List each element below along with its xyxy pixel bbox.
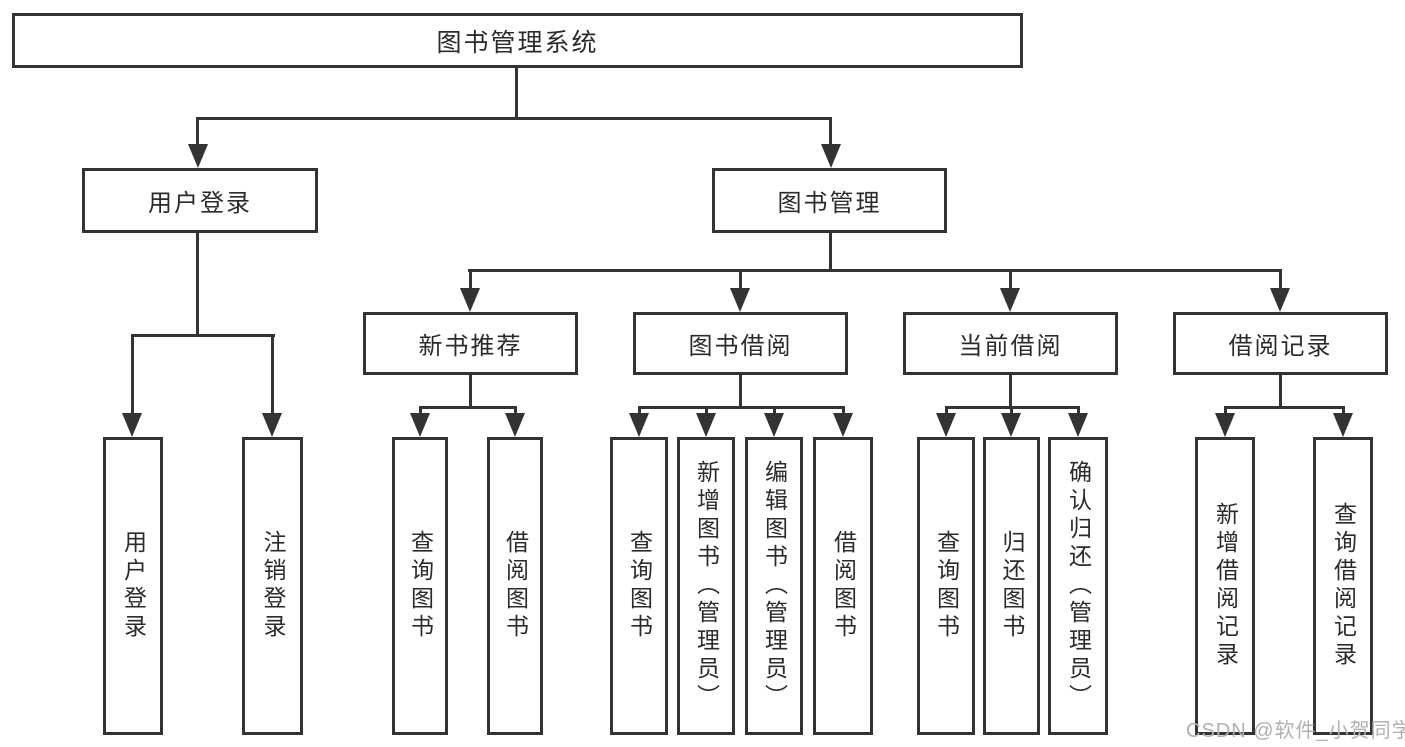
node-user-login: 用户登录 [82, 168, 318, 233]
leaf-recommend-borrow-books: 借阅图书 [487, 437, 543, 735]
connector-to-borrow-records [1279, 269, 1282, 289]
connector-book-management-stem [829, 233, 832, 272]
connector-user-login-split [131, 334, 275, 337]
connector-to-current-borrow [1009, 269, 1012, 289]
connector-borrow-stem [739, 375, 742, 408]
connector-to-leaf-logout [271, 334, 274, 414]
arrowhead-to-leaf-user-login [122, 413, 142, 437]
connector-to-book-borrow [739, 269, 742, 289]
arrowhead-recommend-leaf1 [410, 413, 430, 437]
leaf-user-login: 用户登录 [103, 437, 163, 735]
node-new-book-recommend: 新书推荐 [363, 312, 578, 375]
connector-to-book-management [829, 117, 832, 147]
leaf-borrow-add-books-admin: 新增图书（管理员） [677, 437, 735, 735]
arrowhead-to-new-book-recommend [460, 288, 480, 312]
leaf-borrow-query-books: 查询图书 [610, 437, 668, 735]
connector-records-split [1224, 406, 1345, 409]
arrowhead-records-leaf1 [1215, 413, 1235, 437]
arrowhead-to-leaf-logout [262, 413, 282, 437]
arrowhead-to-book-management [821, 144, 841, 168]
arrowhead-recommend-leaf2 [505, 413, 525, 437]
connector-records-leaf1 [1224, 406, 1227, 416]
arrowhead-to-current-borrow [1000, 288, 1020, 312]
connector-borrow-leaf2 [705, 406, 708, 416]
leaf-recommend-query-books: 查询图书 [392, 437, 448, 735]
connector-current-leaf1 [945, 406, 948, 416]
connector-borrow-split [638, 406, 845, 409]
arrowhead-to-borrow-records [1270, 288, 1290, 312]
connector-to-new-book-recommend [469, 269, 472, 289]
connector-recommend-leaf1 [419, 406, 422, 416]
connector-recommend-split [419, 406, 517, 409]
arrowhead-to-book-borrow [730, 288, 750, 312]
connector-root-stem [515, 68, 518, 119]
arrowhead-to-user-login [188, 144, 208, 168]
connector-user-login-stem [196, 233, 199, 337]
arrowhead-borrow-leaf4 [833, 413, 853, 437]
node-root: 图书管理系统 [12, 13, 1023, 68]
connector-to-leaf-user-login [131, 334, 134, 414]
leaf-current-query-books: 查询图书 [917, 437, 975, 735]
connector-root-split [196, 117, 832, 120]
connector-borrow-leaf1 [638, 406, 641, 416]
connector-to-user-login [196, 117, 199, 147]
node-borrow-records: 借阅记录 [1173, 312, 1388, 375]
node-book-borrow: 图书借阅 [633, 312, 848, 375]
arrowhead-current-leaf1 [936, 413, 956, 437]
connector-recommend-stem [469, 375, 472, 408]
arrowhead-borrow-leaf3 [764, 413, 784, 437]
arrowhead-borrow-leaf1 [629, 413, 649, 437]
leaf-records-add-record: 新增借阅记录 [1195, 437, 1255, 735]
arrowhead-current-leaf2 [1001, 413, 1021, 437]
node-book-management: 图书管理 [712, 168, 947, 233]
leaf-logout: 注销登录 [242, 437, 303, 735]
connector-current-leaf2 [1010, 406, 1013, 416]
connector-borrow-leaf4 [842, 406, 845, 416]
connector-records-leaf2 [1342, 406, 1345, 416]
connector-records-stem [1279, 375, 1282, 408]
arrowhead-records-leaf2 [1333, 413, 1353, 437]
arrowhead-borrow-leaf2 [696, 413, 716, 437]
connector-current-leaf3 [1077, 406, 1080, 416]
leaf-current-confirm-return-admin: 确认归还（管理员） [1048, 437, 1108, 735]
arrowhead-current-leaf3 [1068, 413, 1088, 437]
watermark: CSDN @软件_小贺同学 [1186, 720, 1405, 742]
connector-current-stem [1009, 375, 1012, 408]
connector-borrow-leaf3 [773, 406, 776, 416]
node-current-borrow: 当前借阅 [903, 312, 1118, 375]
leaf-current-return-books: 归还图书 [983, 437, 1040, 735]
leaf-borrow-borrow-books: 借阅图书 [813, 437, 873, 735]
leaf-records-query-record: 查询借阅记录 [1313, 437, 1373, 735]
connector-book-management-split [468, 269, 1282, 272]
connector-recommend-leaf2 [514, 406, 517, 416]
leaf-borrow-edit-books-admin: 编辑图书（管理员） [745, 437, 803, 735]
